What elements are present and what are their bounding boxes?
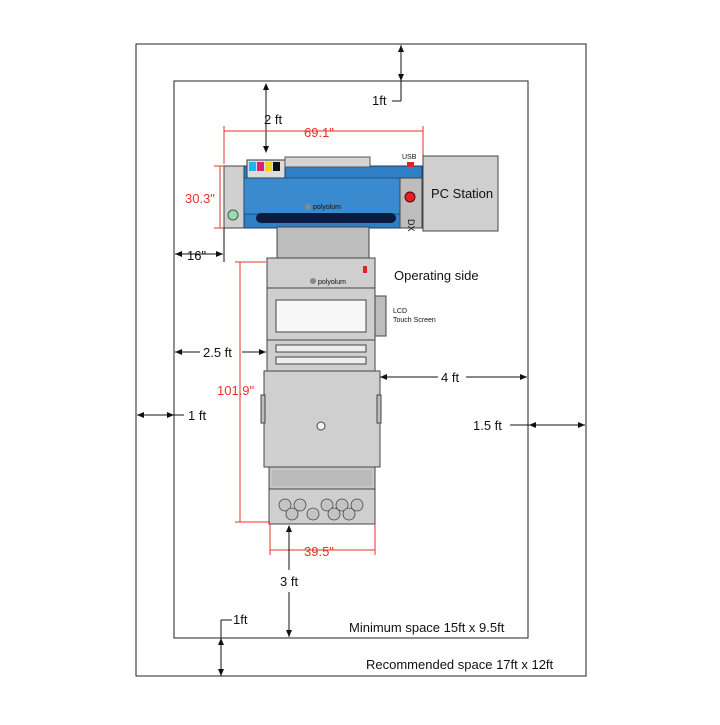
printer-width-label: 69.1" (304, 125, 334, 140)
minimum-space-boundary (173, 80, 529, 639)
printer-logo-icon (305, 204, 311, 210)
print-slot (256, 213, 396, 223)
left-offset-dimension (175, 228, 225, 262)
pc-station (422, 155, 499, 232)
usb-port (407, 162, 414, 167)
machine-brand: polyolum (318, 279, 346, 286)
base-width-label: 39.5" (304, 544, 334, 559)
left-outer-label: 1 ft (188, 408, 206, 423)
top-inner-dimension (263, 83, 269, 153)
machine-length-label: 101.9" (217, 383, 255, 398)
printer-depth-label: 30.3" (185, 191, 215, 206)
printer-brand: polyolum (313, 204, 341, 211)
bottom-outer-dimension (218, 619, 232, 676)
cutting-machine: polyolum (260, 257, 387, 525)
right-inner-dimension (380, 374, 527, 380)
right-inner-label: 4 ft (441, 370, 459, 385)
feed-connector (276, 226, 370, 259)
top-outer-dimension (392, 45, 404, 102)
top-inner-label: 2 ft (264, 112, 282, 127)
top-outer-label: 1ft (372, 93, 387, 108)
recommended-space-boundary (135, 43, 587, 677)
roller-icons (278, 498, 364, 521)
bottom-inner-dimension (286, 525, 292, 637)
ink-black-icon (273, 162, 280, 171)
lcd-screen (275, 299, 367, 333)
printer: DX polyolum (223, 156, 423, 232)
machine-head (266, 257, 376, 289)
recommended-space-label: Recommended space 17ft x 12ft (366, 657, 554, 672)
power-icon (227, 209, 239, 221)
machine-right-handle (376, 394, 382, 424)
machine-logo-icon (310, 278, 316, 284)
usb-label: USB (402, 154, 417, 161)
tray-slot-lower (275, 356, 367, 365)
lcd-label-line1: LCD (393, 308, 407, 315)
printer-right-side (399, 177, 423, 229)
printer-top-rail (284, 156, 371, 168)
printer-width-dimension (223, 126, 424, 164)
right-outer-label: 1.5 ft (473, 418, 502, 433)
machine-body (263, 370, 381, 468)
left-offset-label: 16" (187, 248, 206, 263)
machine-left-handle (260, 394, 266, 424)
ink-magenta-icon (257, 162, 264, 171)
bottom-outer-label: 1ft (233, 612, 248, 627)
machine-knob (316, 421, 326, 431)
minimum-space-label: Minimum space 15ft x 9.5ft (349, 620, 505, 635)
bottom-inner-label: 3 ft (280, 574, 298, 589)
printer-side-mark: DX (406, 219, 416, 232)
operating-side-label: Operating side (394, 268, 479, 283)
pc-station-label: PC Station (431, 186, 493, 201)
ink-cyan-icon (249, 162, 256, 171)
printer-panel (243, 177, 401, 215)
right-outer-dimension (510, 422, 585, 428)
machine-status-light-icon (363, 266, 367, 273)
side-left-label: 2.5 ft (203, 345, 232, 360)
machine-length-dimension (235, 261, 270, 523)
base-width-dimension (269, 524, 376, 555)
lcd-bracket (374, 295, 387, 337)
side-left-dimension (175, 349, 266, 355)
tray-slot-upper (275, 344, 367, 353)
status-light-icon (404, 191, 416, 203)
left-outer-dimension (137, 412, 184, 418)
lcd-label-line2: Touch Screen (393, 317, 436, 324)
ink-yellow-icon (265, 162, 272, 171)
